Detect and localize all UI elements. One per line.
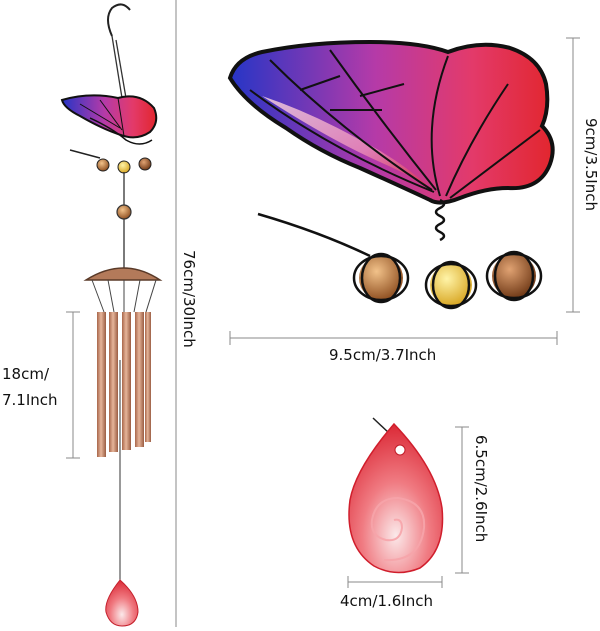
butterfly-height-measure — [566, 37, 580, 313]
drop-height-label: 6.5cm/2.6Inch — [472, 435, 490, 543]
tube-length-label-line2: 7.1Inch — [2, 391, 58, 409]
teardrop-icon — [105, 579, 139, 627]
bead-icon — [116, 204, 132, 220]
drop-width-label: 4cm/1.6Inch — [340, 592, 433, 610]
bead-icon — [352, 250, 543, 310]
drop-width-measure — [347, 576, 443, 588]
butterfly-icon — [60, 94, 158, 159]
tube-length-measure — [66, 311, 80, 459]
tube-length-label-line1: 18cm/ — [2, 365, 49, 383]
full-chime-view — [60, 3, 163, 627]
spring — [434, 198, 446, 242]
chime-tube-icon — [97, 312, 151, 457]
drop-height-measure — [455, 426, 469, 574]
chain-icon — [111, 35, 127, 99]
butterfly-height-label: 9cm/3.5Inch — [582, 118, 600, 211]
butterfly-width-label: 9.5cm/3.7Inch — [329, 346, 437, 364]
butterfly-closeup — [227, 39, 555, 310]
bead-icon — [96, 157, 152, 174]
hook-icon — [107, 3, 131, 37]
total-length-label: 76cm/30Inch — [180, 250, 198, 348]
chime-cap — [83, 267, 163, 281]
butterfly-width-measure — [229, 331, 558, 345]
teardrop-closeup — [348, 417, 444, 574]
